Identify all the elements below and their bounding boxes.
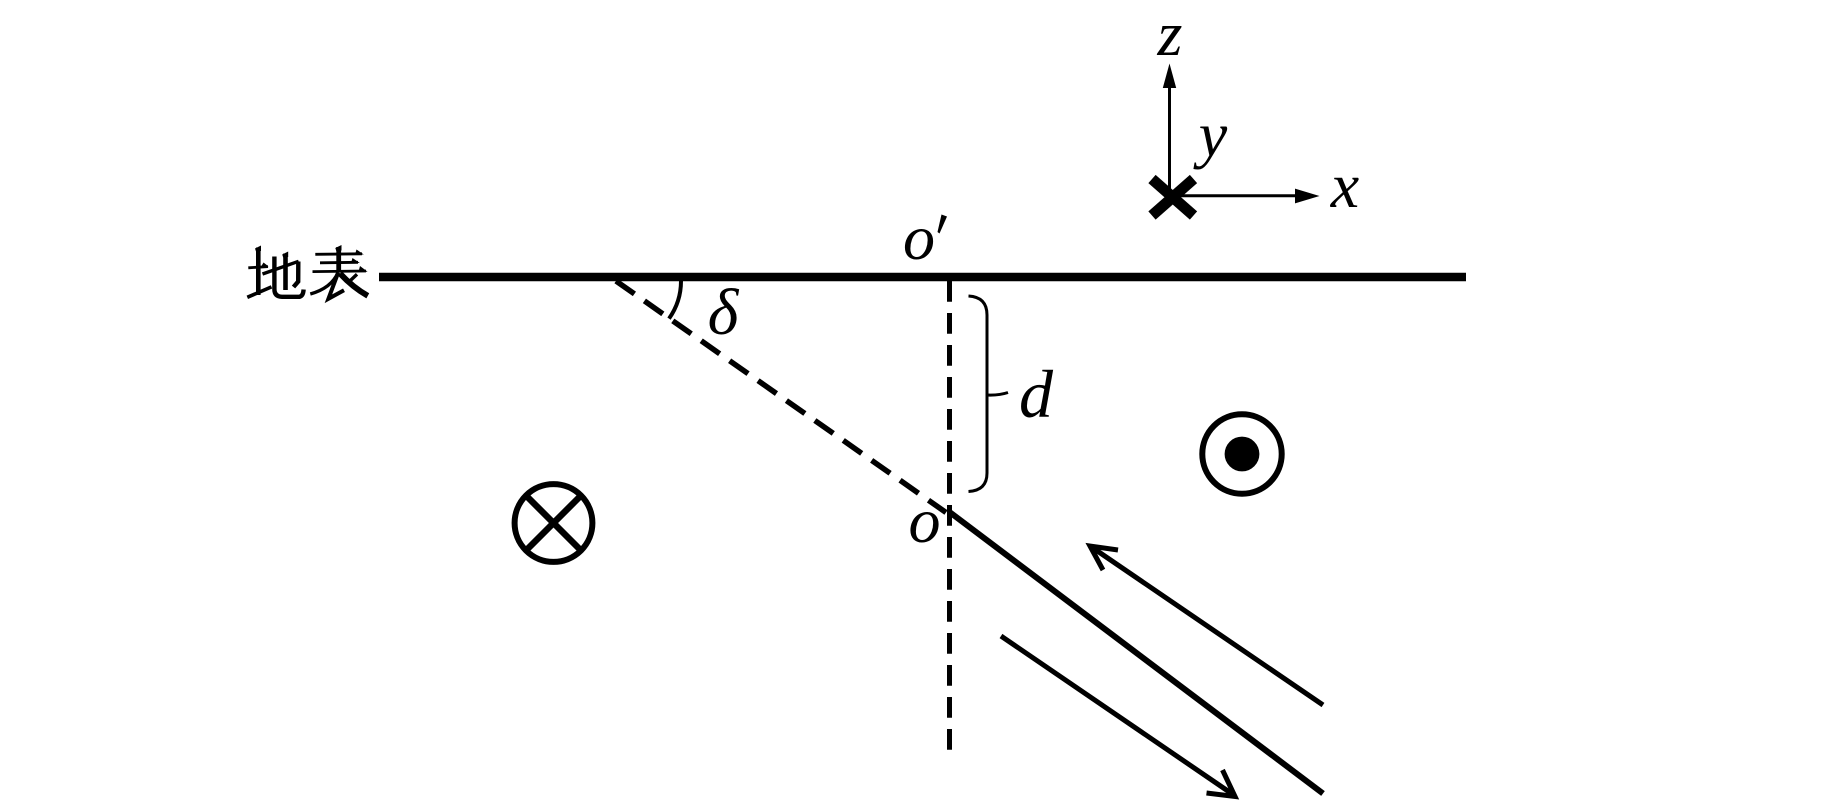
svg-text:δ: δ	[708, 276, 740, 349]
svg-text:x: x	[1330, 150, 1359, 221]
svg-text:y: y	[1193, 99, 1228, 170]
svg-text:d: d	[1019, 356, 1054, 432]
svg-text:z: z	[1157, 0, 1183, 69]
svg-text:o: o	[909, 485, 941, 556]
svg-text:o: o	[903, 202, 935, 273]
